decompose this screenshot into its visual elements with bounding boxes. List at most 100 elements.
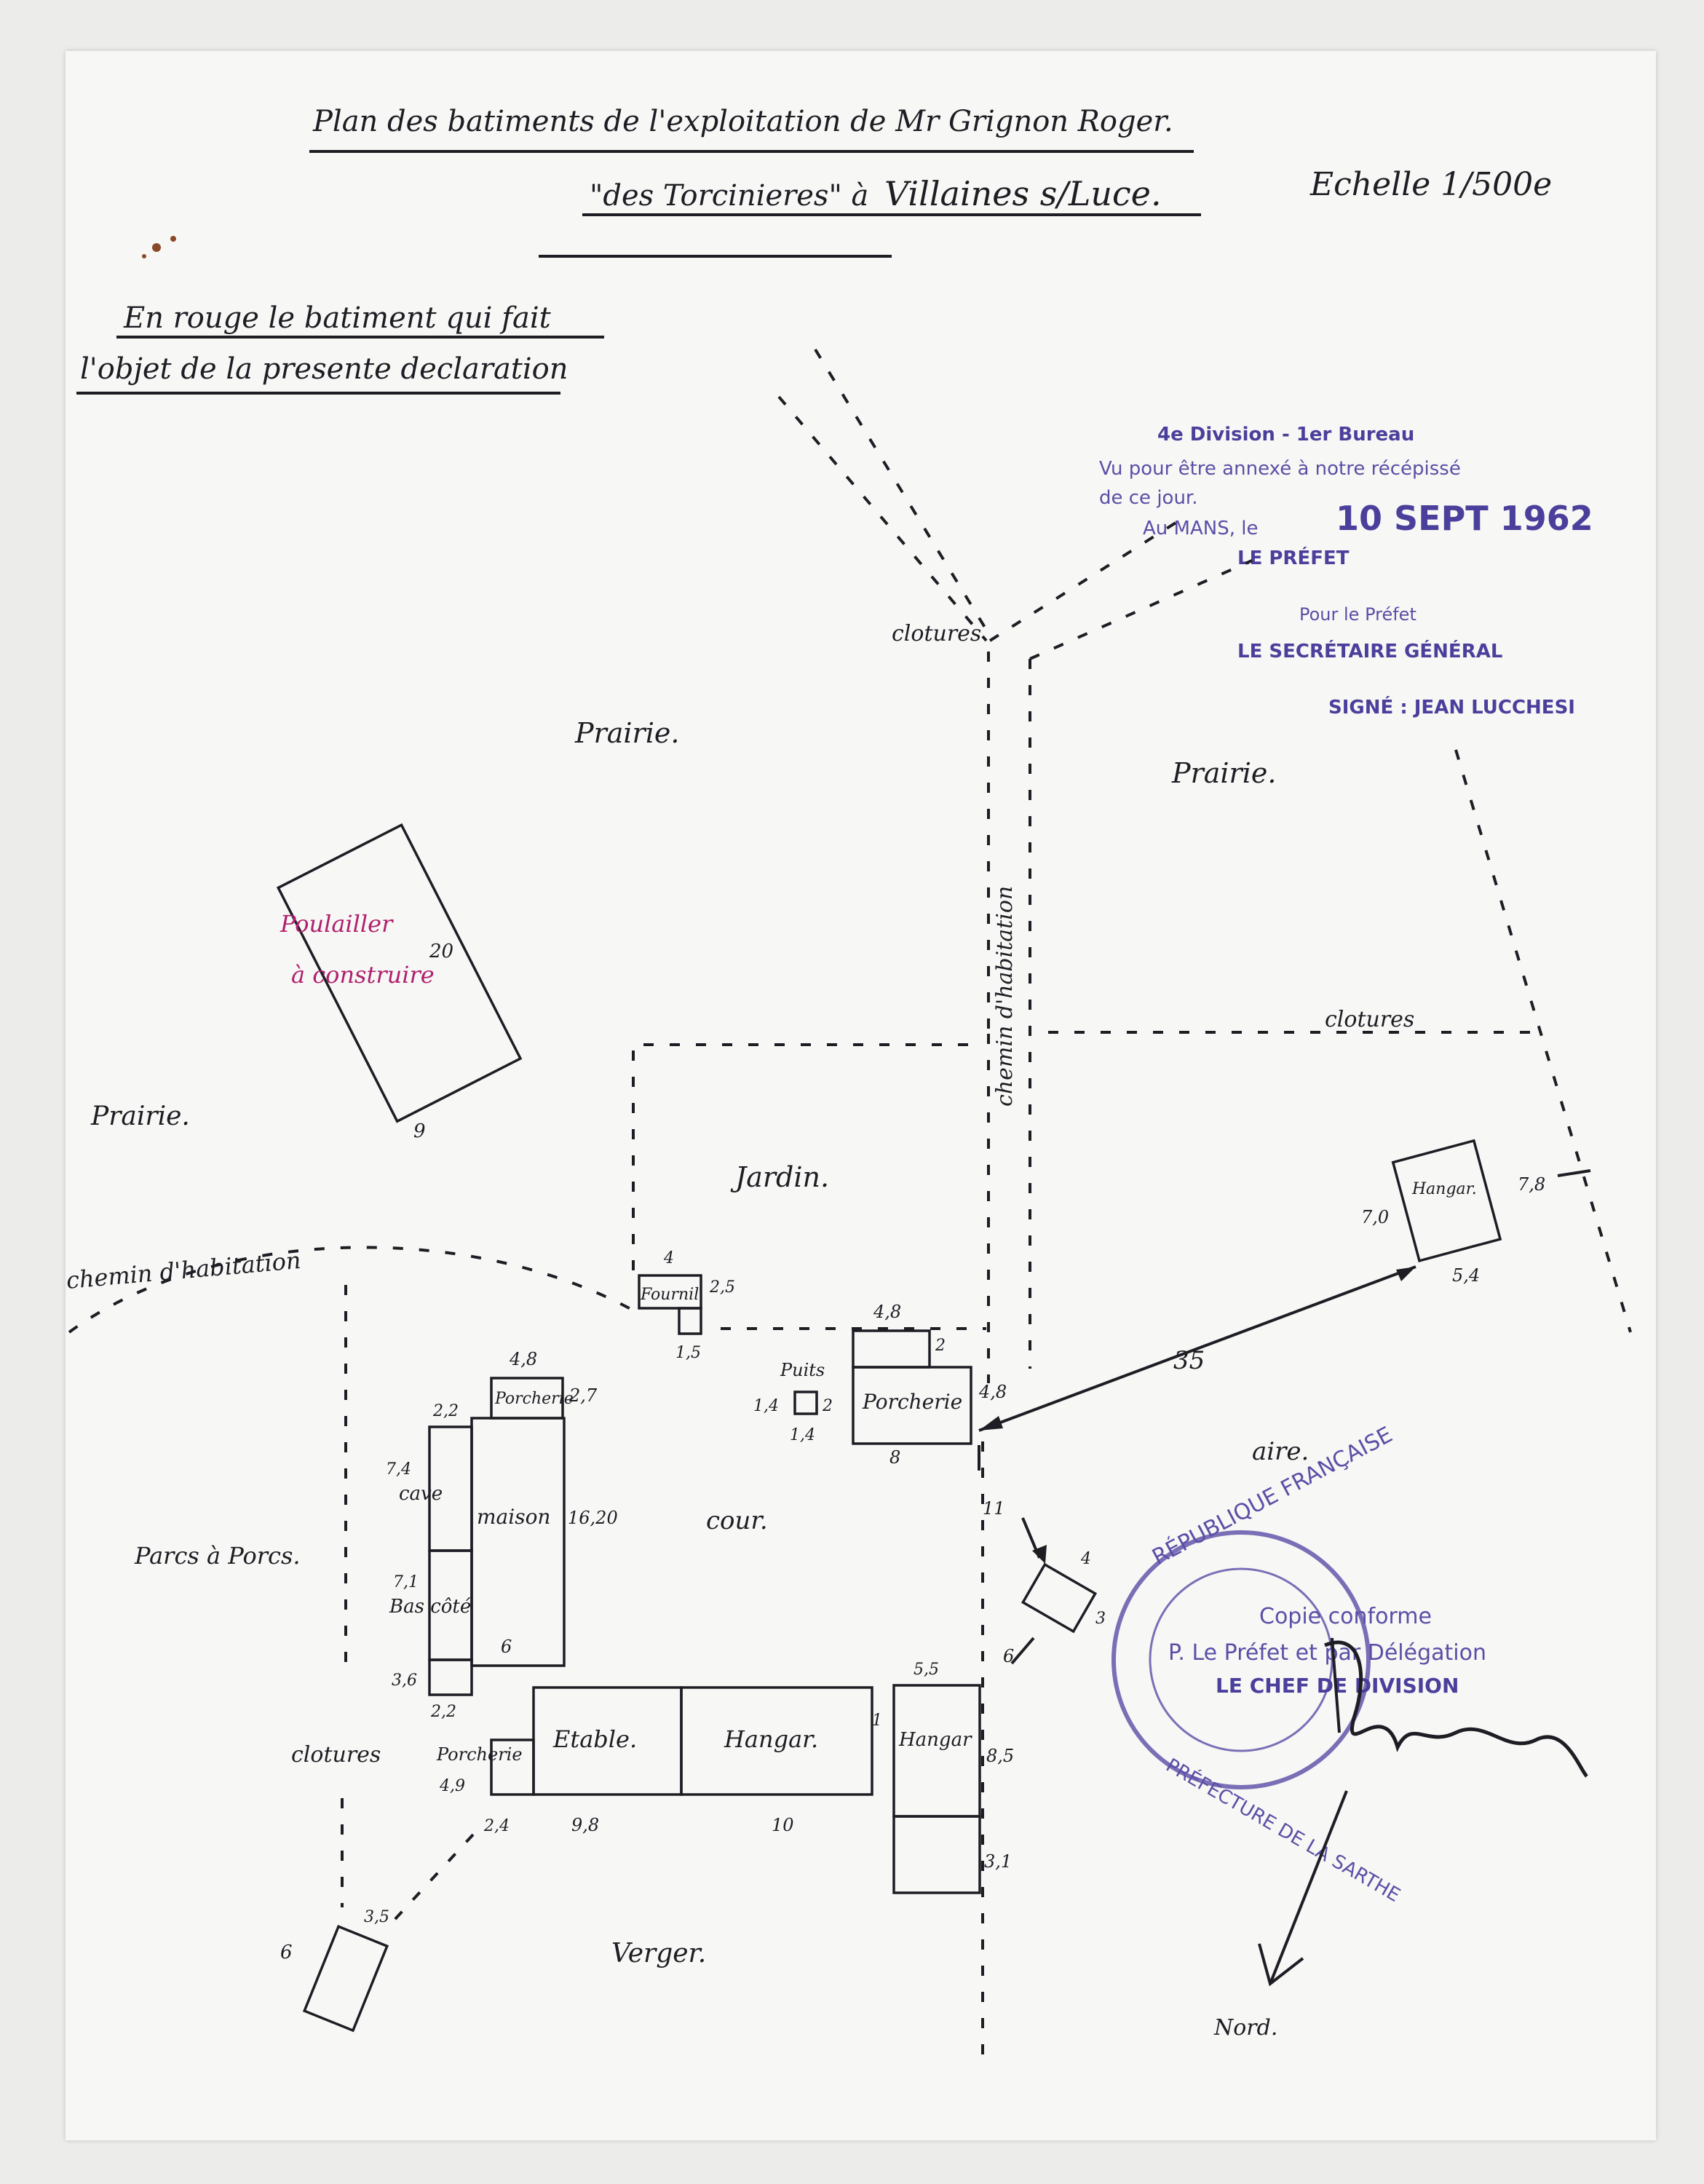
maison-dim-1620: 16,20 [568,1508,618,1528]
stamp-vu-pour: Vu pour être annexé à notre récépissé [1099,458,1461,480]
seal-copie-conforme: Copie conforme [1259,1604,1432,1629]
verger-dim-35: 3,5 [364,1908,389,1926]
por-dim-2: 2 [935,1337,946,1355]
hangar-mid-building [680,1686,873,1796]
chemin-left-curve [68,1246,634,1334]
lane-dash-a [814,348,988,631]
ink-spot [152,243,161,252]
nord-label: Nord. [1213,2015,1277,2041]
por-dim-48: 4,8 [873,1302,901,1322]
poulailler-label-2: à construire [291,961,435,989]
stamp-division: 4e Division - 1er Bureau [1157,424,1414,446]
note-line-1: En rouge le batiment qui fait [123,301,552,335]
dist-35-head-b [1396,1267,1416,1281]
ink-spot [142,254,146,258]
signature-stroke [1331,1637,1341,1733]
hf-arrow [1557,1169,1591,1177]
small-shed [1021,1562,1098,1634]
clotures-left-label: clotures [291,1742,381,1768]
hangar-dim-1: 1 [872,1712,882,1730]
poulailler-dim-9: 9 [413,1120,426,1142]
ptop-dim-27: 2,7 [568,1385,598,1406]
chemin-vertical-label: chemin d'habitation [992,886,1018,1107]
hangar-far-label: Hangar. [1411,1180,1477,1198]
ptop-dim-22: 2,2 [432,1402,459,1420]
poulailler-dim-20: 20 [429,941,453,962]
puits-square [793,1390,818,1415]
etable-label: Etable. [552,1725,637,1753]
prefecture-seal: RÉPUBLIQUE FRANÇAISE PRÉFECTURE DE LA SA… [1111,1421,1486,1907]
hangar-right-building [892,1684,981,1818]
jardin-label: Jardin. [730,1161,829,1193]
por-dim-418: 4,8 [978,1382,1007,1402]
verger-label: Verger. [611,1939,706,1969]
dim-3: 3 [1095,1610,1106,1628]
puits-dim-14a: 1,4 [753,1397,779,1415]
clotures-top-label: clotures [892,621,981,646]
title-line-1: Plan des batiments de l'exploitation de … [312,105,1173,138]
hf-dim-70: 7,0 [1361,1207,1389,1227]
stamp-pour-le-prefet: Pour le Préfet [1299,604,1416,625]
puits-label: Puits [780,1360,825,1380]
hf-dim-78: 7,8 [1518,1174,1545,1195]
porcherie-mid-building [852,1366,972,1445]
stamp-de-ce-jour: de ce jour. [1099,487,1198,509]
fournil-annex [678,1307,702,1335]
por-dim-8: 8 [889,1447,900,1468]
stamp-le-prefet: LE PRÉFET [1237,546,1350,569]
signature-scribble [1324,1640,1588,1778]
maison-dim-6: 6 [501,1637,512,1657]
prairie-right-label: Prairie. [1171,757,1276,789]
hangar-right-label: Hangar [898,1729,972,1751]
prairie-left-label: Prairie. [90,1101,190,1131]
title-line-2b: Villaines s/Luce. [884,174,1162,213]
north-arrow-line [1269,1790,1348,1985]
hr-dim-55: 5,5 [914,1661,939,1679]
scale-label: Echelle 1/500e [1309,166,1552,203]
pbot-dim-49: 4,9 [439,1777,465,1795]
verger-dim-6: 6 [280,1942,293,1963]
porcherie-top-label: Porcherie [494,1390,574,1408]
bas-cote-label: Bas côté [389,1596,471,1618]
paper-sheet [66,51,1656,2140]
dim-6: 6 [1003,1646,1014,1666]
cave-dim-74: 7,4 [386,1460,411,1479]
four-dim-4: 4 [663,1249,674,1267]
four-dim-15: 1,5 [675,1344,701,1362]
verger-shed [302,1924,389,2033]
dim-11: 11 [983,1498,1005,1519]
stamp-secretaire: LE SECRÉTAIRE GÉNÉRAL [1237,639,1502,662]
bas-dim-36: 3,6 [392,1671,417,1690]
arrow-6 [1010,1637,1035,1665]
arrow-11-head [1032,1545,1047,1564]
cour-label: cour. [706,1506,768,1535]
fournil-label: Fournil [640,1286,699,1304]
ink-spot [170,236,176,242]
stamp-au-mans: Au MANS, le [1143,518,1258,539]
hr-dim-85: 8,5 [986,1746,1014,1766]
dist-35-arrow [978,1265,1416,1432]
stamp-signe: SIGNÉ : JEAN LUCCHESI [1328,695,1575,719]
note-line-2: l'objet de la presente declaration [80,352,568,386]
poulailler-building [276,823,523,1123]
hangar-far-building [1391,1139,1502,1262]
hangar-right-annex [892,1815,981,1894]
puits-dim-2: 2 [822,1397,833,1415]
lane-dash-b [777,395,988,642]
maison-label: maison [477,1505,550,1529]
lane-dash-d [1029,559,1253,660]
prairie-top-label: Prairie. [574,717,679,749]
hangar-mid-label: Hangar. [724,1725,818,1753]
dist-35-head-a [979,1416,1003,1431]
porcherie-mid-label: Porcherie [862,1390,962,1414]
bas-dim-22: 2,2 [430,1703,456,1721]
dim-4: 4 [1080,1550,1091,1568]
approval-stamp: 4e Division - 1er Bureau Vu pour être an… [1099,424,1593,719]
pbot-dim-24: 2,4 [483,1817,510,1835]
porcherie-annex [852,1329,931,1369]
chemin-left-label: chemin d'habitation [65,1246,302,1294]
aire-label: aire. [1252,1437,1309,1466]
cave-label: cave [399,1483,443,1505]
jardin-boundary [632,1043,968,1270]
